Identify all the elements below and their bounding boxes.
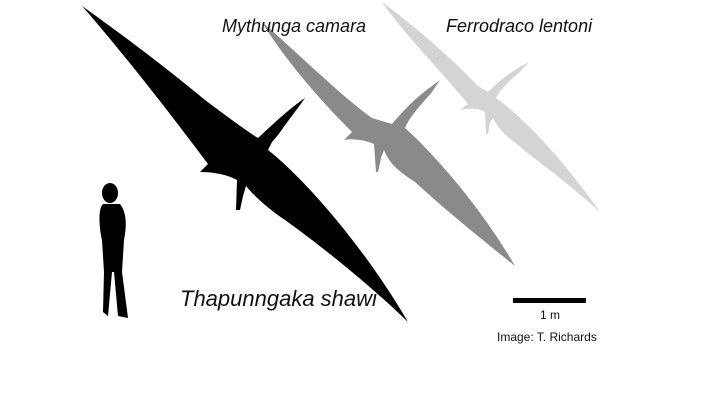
- thapunngaka-silhouette: [82, 6, 408, 322]
- ferrodraco-silhouette: [382, 2, 600, 212]
- thapunngaka-label: Thapunngaka shawi: [180, 286, 377, 311]
- scale-bar: [513, 298, 586, 303]
- human-silhouette-icon: [99, 183, 128, 318]
- ferrodraco-label: Ferrodraco lentoni: [446, 16, 593, 36]
- mythunga-wings-icon: [262, 22, 515, 266]
- image-credit: Image: T. Richards: [497, 330, 597, 344]
- scale-label: 1 m: [540, 308, 561, 322]
- mythunga-silhouette: [262, 22, 515, 266]
- thapunngaka-wings-icon: [82, 6, 408, 322]
- ferrodraco-wings-icon: [382, 2, 600, 212]
- mythunga-label: Mythunga camara: [222, 16, 367, 36]
